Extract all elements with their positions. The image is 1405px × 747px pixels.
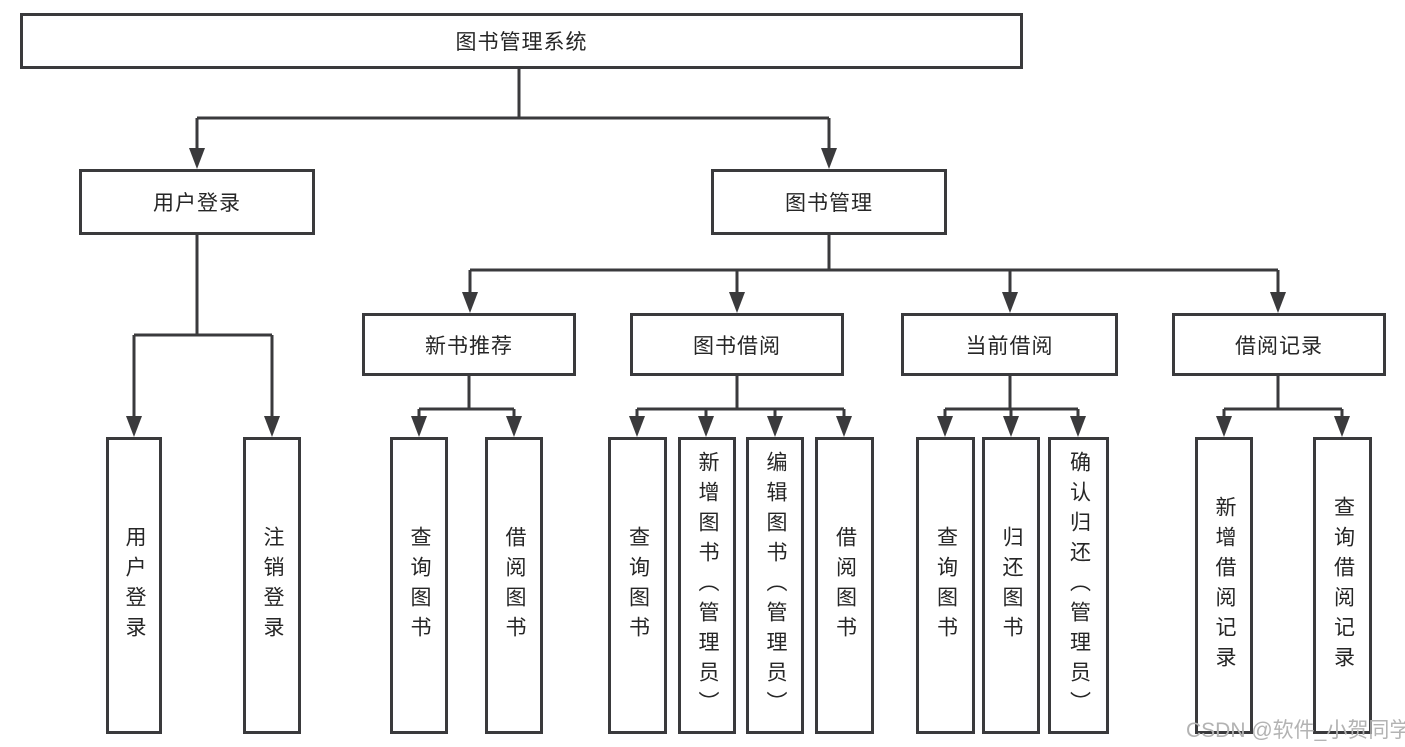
node-book-borrow: 图书借阅	[630, 313, 844, 376]
leaf-add-borrow-record: 新增借阅记录	[1195, 437, 1253, 734]
node-label: 图书管理	[785, 192, 873, 215]
arrowhead	[1070, 416, 1086, 437]
connector-borrow-record-split	[1222, 376, 1344, 418]
node-label: 借阅记录	[1235, 334, 1323, 358]
leaf-user-login: 用户登录	[106, 437, 162, 734]
node-label: 用户登录	[153, 192, 241, 215]
leaf-label: 借阅图书	[833, 525, 857, 646]
leaf-label: 新增图书（管理员）	[696, 450, 719, 721]
arrowhead	[729, 292, 745, 313]
leaf-label: 确认归还（管理员）	[1067, 450, 1091, 721]
leaf-label: 注销登录	[261, 525, 284, 646]
leaf-label: 查询图书	[626, 525, 650, 646]
arrowhead	[264, 416, 280, 437]
arrowhead	[462, 292, 478, 313]
arrowhead	[411, 416, 427, 437]
arrowhead	[506, 416, 522, 437]
arrowhead	[937, 416, 953, 437]
leaf-label: 查询借阅记录	[1331, 495, 1355, 676]
leaf-label: 借阅图书	[503, 525, 526, 646]
leaf-label: 用户登录	[123, 525, 146, 646]
arrowhead	[126, 416, 142, 437]
leaf-query-borrow-record: 查询借阅记录	[1313, 437, 1372, 734]
leaf-label: 新增借阅记录	[1213, 495, 1236, 676]
node-label: 图书管理系统	[455, 31, 588, 54]
leaf-label: 归还图书	[1000, 525, 1023, 646]
arrowhead	[1002, 292, 1018, 313]
csdn-watermark: CSDN @软件_小贺同学	[1186, 719, 1405, 742]
connector-book-mgmt-split	[468, 235, 1280, 294]
leaf-add-books-admin: 新增图书（管理员）	[678, 437, 736, 734]
leaf-confirm-return-admin: 确认归还（管理员）	[1048, 437, 1109, 734]
arrowhead	[1216, 416, 1232, 437]
connector-root-split	[195, 69, 831, 150]
leaf-edit-books-admin: 编辑图书（管理员）	[746, 437, 804, 734]
node-borrow-records: 借阅记录	[1172, 313, 1386, 376]
arrowhead	[1003, 416, 1019, 437]
node-label: 当前借阅	[965, 334, 1054, 358]
node-book-management: 图书管理	[711, 169, 947, 235]
connector-new-book-split	[417, 376, 516, 418]
leaf-label: 查询图书	[408, 525, 431, 646]
leaf-query-books: 查询图书	[916, 437, 975, 734]
leaf-logout: 注销登录	[243, 437, 301, 734]
arrowhead	[767, 416, 783, 437]
arrowhead	[821, 148, 837, 169]
arrowhead	[1334, 416, 1350, 437]
node-label: 新书推荐	[425, 334, 513, 358]
arrowhead	[698, 416, 714, 437]
connector-book-borrow-split	[635, 376, 846, 418]
leaf-query-books: 查询图书	[390, 437, 448, 734]
leaf-borrow-books: 借阅图书	[815, 437, 874, 734]
node-user-login: 用户登录	[79, 169, 315, 235]
arrowhead	[629, 416, 645, 437]
connector-user-login-split	[132, 235, 274, 418]
leaf-return-books: 归还图书	[982, 437, 1040, 734]
node-current-borrow: 当前借阅	[901, 313, 1118, 376]
arrowhead	[189, 148, 205, 169]
leaf-borrow-books: 借阅图书	[485, 437, 543, 734]
node-root-system: 图书管理系统	[20, 13, 1023, 69]
leaf-label: 编辑图书（管理员）	[764, 450, 787, 721]
node-label: 图书借阅	[693, 334, 781, 358]
node-new-book-recommend: 新书推荐	[362, 313, 576, 376]
arrowhead	[836, 416, 852, 437]
leaf-label: 查询图书	[934, 525, 958, 646]
arrowhead	[1270, 292, 1286, 313]
leaf-query-books: 查询图书	[608, 437, 667, 734]
connector-current-borrow-split	[943, 376, 1080, 418]
